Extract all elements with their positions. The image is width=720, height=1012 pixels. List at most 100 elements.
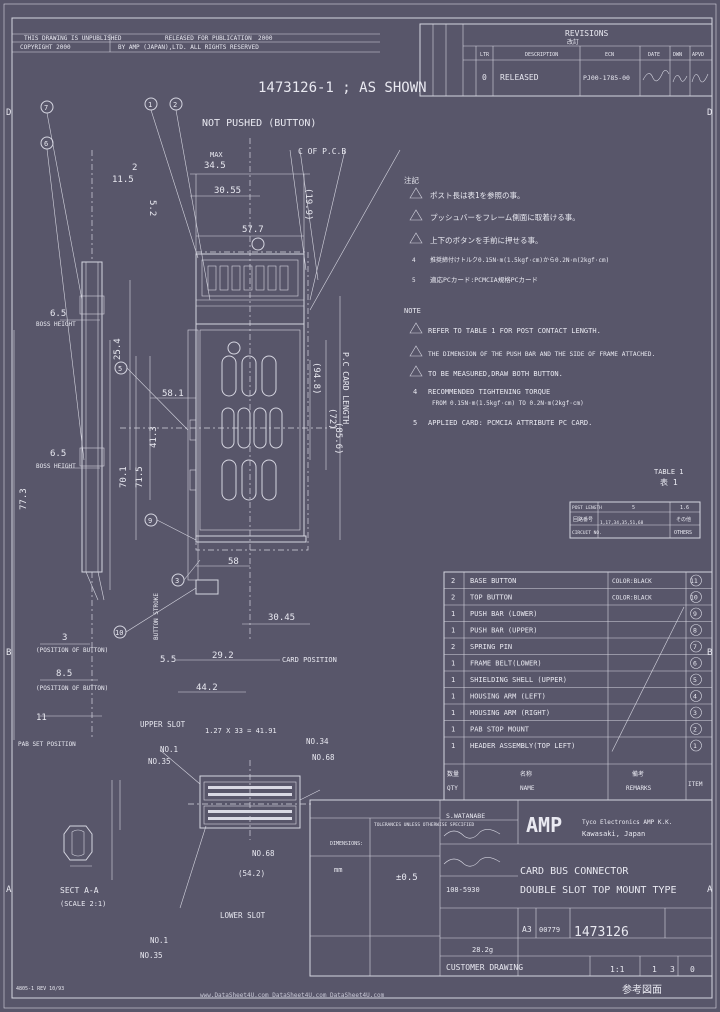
plan-view xyxy=(120,138,340,640)
section-a-a xyxy=(63,780,113,880)
table1-r2c3: OTHERS xyxy=(674,530,692,536)
notes-jp-title: 注記 xyxy=(404,175,419,185)
section-scale: (SCALE 2:1) xyxy=(60,900,106,908)
scale: 1:1 xyxy=(610,965,625,974)
balloon-5: 5 xyxy=(118,365,122,373)
dim-30-45: 30.45 xyxy=(268,613,295,623)
pab-set-label: PAB SET POSITION xyxy=(18,741,76,748)
dim-11-5: 11.5 xyxy=(112,175,134,185)
bom-row-qty: 2 xyxy=(451,643,455,651)
bom-hdr-name-jp: 名称 xyxy=(520,770,532,778)
dim-2: 2 xyxy=(132,163,137,173)
sheet-border xyxy=(11,17,713,999)
notes-en: NOTE REFER TO TABLE 1 FOR POST CONTACT L… xyxy=(404,307,655,427)
rev-col-ltr: LTR xyxy=(480,52,490,58)
bom-row-name: PUSH BAR (LOWER) xyxy=(470,610,537,618)
tolerance-label: TOLERANCES UNLESS OTHERWISE SPECIFIED xyxy=(374,822,475,828)
table1-r2c1: CIRCUIT NO. xyxy=(572,530,602,536)
form-number: 4805-1 REV 10/93 xyxy=(16,986,64,992)
note-en-5-num: 5 xyxy=(413,419,417,427)
zone-d-left: D xyxy=(6,108,11,118)
outer-border xyxy=(3,3,717,1009)
note-en-4-num: 4 xyxy=(413,388,417,396)
table1-h2: 5 xyxy=(632,505,635,511)
rev-col-date: DATE xyxy=(648,52,660,58)
revisions-title: REVISIONS xyxy=(565,29,609,38)
note-jp-1: ポスト長は表1を参照の事。 xyxy=(430,190,525,200)
bom-row-name: HEADER ASSEMBLY(TOP LEFT) xyxy=(470,742,575,750)
upper-slot-label: UPPER SLOT xyxy=(140,720,186,729)
rev-row-ltr: 0 xyxy=(482,73,487,82)
bom-row-item: 11 xyxy=(690,577,698,585)
chk-signature xyxy=(443,829,501,839)
no1-upper: NO.1 xyxy=(160,745,178,754)
sheet-of: 3 xyxy=(670,965,675,974)
dim-6-5b: 6.5 xyxy=(50,449,66,459)
rev-row-ecn: PJ00-1785-00 xyxy=(583,74,630,82)
dim-8-5: 8.5 xyxy=(56,669,72,679)
dim-11: 11 xyxy=(36,713,47,723)
table1-h3: 1.6 xyxy=(680,505,689,511)
dim-44-2: 44.2 xyxy=(196,683,218,693)
bom-row-remark: COLOR:BLACK xyxy=(612,595,652,602)
balloon-1: 1 xyxy=(148,101,152,109)
bom-row-item-balloon xyxy=(690,591,702,603)
company-rights-text: BY AMP (JAPAN),LTD. ALL RIGHTS RESERVED xyxy=(118,44,259,51)
pos-button-1: (POSITION OF BUTTON) xyxy=(36,647,108,654)
bom-row-item-balloon xyxy=(690,574,702,587)
zone-a-left: A xyxy=(6,885,12,895)
bom-row-item: 5 xyxy=(693,676,697,684)
footer-url: www.DataSheet4U.com DataSheet4U.com Data… xyxy=(200,992,385,999)
note-jp-3: 上下のボタンを手前に押せる事。 xyxy=(430,235,543,245)
dim-72: (72) xyxy=(327,408,337,430)
dim-5-2: 5.2 xyxy=(147,200,157,216)
dim-77-3: 77.3 xyxy=(19,488,29,510)
dim-70-1: 70.1 xyxy=(119,466,129,488)
table1-title-jp: 表 1 xyxy=(660,477,678,487)
pitch-dim: 1.27 X 33 = 41.91 xyxy=(205,727,277,735)
unpublished-text: THIS DRAWING IS UNPUBLISHED xyxy=(24,35,122,42)
bom-row-item: 3 xyxy=(693,709,697,717)
zone-d-right: D xyxy=(707,108,712,118)
balloon-7a: 7 xyxy=(44,104,48,112)
bom-hdr-qty: QTY xyxy=(447,785,458,792)
not-pushed-label: NOT PUSHED (BUTTON) xyxy=(202,118,316,129)
dim-30-55: 30.55 xyxy=(214,186,241,196)
bom-row-qty: 1 xyxy=(451,610,455,618)
bom-row-name: TOP BUTTON xyxy=(470,594,512,602)
date-signature xyxy=(642,70,670,82)
dim-3: 3 xyxy=(62,633,67,643)
bom-row-qty: 1 xyxy=(451,742,455,750)
amp-logo: AMP xyxy=(526,813,562,837)
rev-col-ecn: ECN xyxy=(605,52,614,58)
company-line-1: Tyco Electronics AMP K.K. xyxy=(582,819,672,826)
note-jp-5: 適応PCカード:PCMCIA規格PCカード xyxy=(430,275,538,284)
revisions-table: REVISIONS 改訂 LTR DESCRIPTION ECN DATE DW… xyxy=(419,23,713,97)
table1-title: TABLE 1 xyxy=(654,468,684,476)
bom-hdr-remarks: REMARKS xyxy=(626,785,652,792)
drawing-title-1: CARD BUS CONNECTOR xyxy=(520,866,629,877)
dim-6-5: 6.5 xyxy=(50,309,66,319)
pos-button-2: (POSITION OF BUTTON) xyxy=(36,685,108,692)
apvd-signature xyxy=(691,73,709,83)
bom-row-qty: 1 xyxy=(451,726,455,734)
bom-row-name: SHIELDING SHELL (UPPER) xyxy=(470,676,567,684)
dim-58: 58 xyxy=(228,557,239,567)
part-title: 1473126-1 ; AS SHOWN xyxy=(258,80,427,96)
drawing-title-2: DOUBLE SLOT TOP MOUNT TYPE xyxy=(520,885,677,896)
dim-54-2: (54.2) xyxy=(238,869,265,878)
note-en-4b: FROM 0.15N·m(1.5kgf·cm) TO 0.2N·m(2kgf·c… xyxy=(432,400,584,407)
zone-b-left: B xyxy=(6,648,11,658)
released-year: 2000 xyxy=(258,35,273,42)
note-en-3: TO BE MEASURED,DRAW BOTH BUTTON. xyxy=(428,370,563,378)
sheet: 1 xyxy=(652,965,657,974)
bom-row-item-balloon xyxy=(690,624,702,636)
lower-slot-label: LOWER SLOT xyxy=(220,911,266,920)
bom-row-item: 7 xyxy=(693,643,697,651)
product-spec: 108-5930 xyxy=(446,886,480,894)
bom-row-remark: COLOR:BLACK xyxy=(612,578,652,585)
dim-5-5: 5.5 xyxy=(160,655,176,665)
note-en-2: THE DIMENSION OF THE PUSH BAR AND THE SI… xyxy=(428,351,655,358)
dim-71-5: 71.5 xyxy=(135,466,145,488)
